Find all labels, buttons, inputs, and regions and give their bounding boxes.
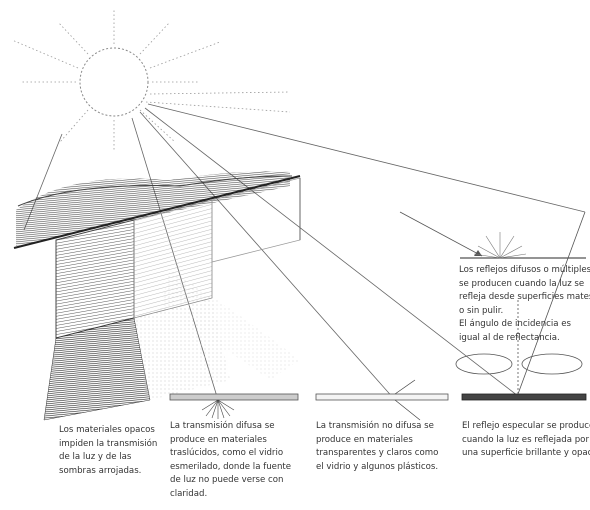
caption-diffuse-transmission: La transmisión difusa se produce en mate… (170, 420, 291, 501)
translucent-sample-strip (170, 394, 298, 419)
transparent-sample-strip (316, 380, 448, 420)
opaque-panel (56, 220, 134, 338)
caption-non-diffuse-transmission: La transmisión no difusa se produce en m… (316, 420, 438, 474)
caption-diffuse-reflection: Los reflejos difusos o múltiples se prod… (459, 264, 590, 345)
translucent-panel (134, 200, 212, 318)
diffuse-reflection-surface (400, 212, 586, 258)
caption-specular-reflection: El reflejo especular se produce cuando l… (462, 420, 590, 461)
caption-opaque: Los materiales opacos impiden la transmi… (59, 424, 157, 478)
